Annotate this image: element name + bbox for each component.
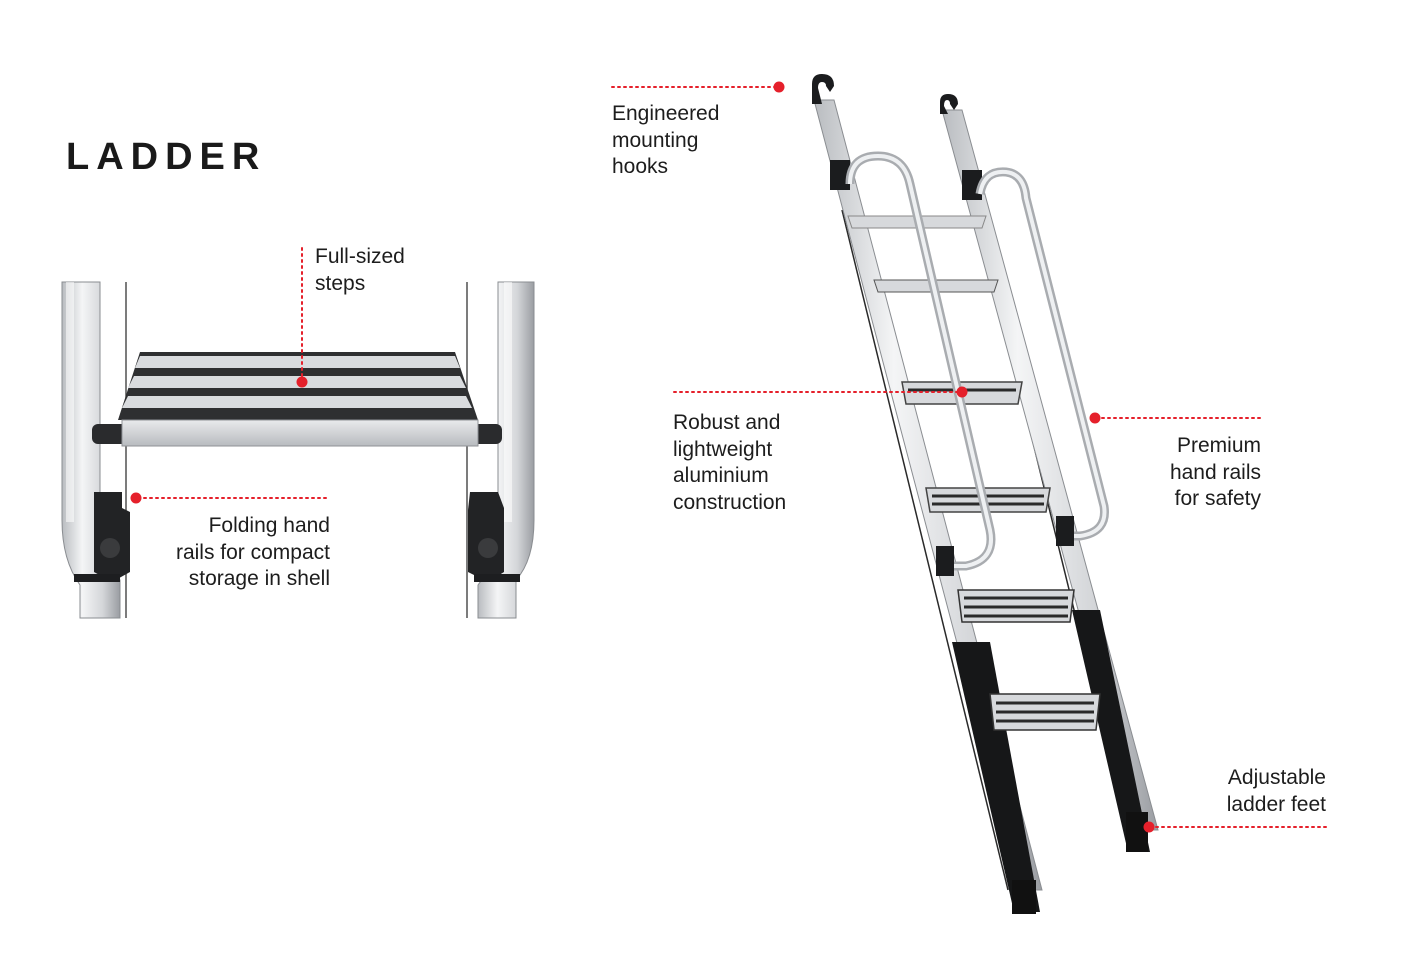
callout-aluminium-construction: Robust and lightweight aluminium constru… xyxy=(673,411,787,514)
dot-steps xyxy=(296,376,308,388)
step-closeup xyxy=(61,281,535,619)
callout-full-sized-steps: Full-sized steps xyxy=(315,245,405,295)
dot-construction xyxy=(956,386,968,398)
leader-lines xyxy=(137,86,1329,828)
callout-dots xyxy=(130,81,1155,833)
dot-hand-rails xyxy=(1089,412,1101,424)
callout-mounting-hooks: Engineered mounting hooks xyxy=(612,102,720,178)
callout-hand-rails: Premium hand rails for safety xyxy=(1169,434,1261,510)
ladder-steps xyxy=(847,215,1101,731)
dot-feet xyxy=(1143,821,1155,833)
full-ladder xyxy=(812,74,1159,914)
dot-folding-rails xyxy=(130,492,142,504)
page-title: LADDER xyxy=(66,136,267,178)
callout-ladder-feet: Adjustable ladder feet xyxy=(1226,766,1326,816)
callout-folding-hand-rails: Folding hand rails for compact storage i… xyxy=(175,514,330,590)
dot-hooks xyxy=(773,81,785,93)
